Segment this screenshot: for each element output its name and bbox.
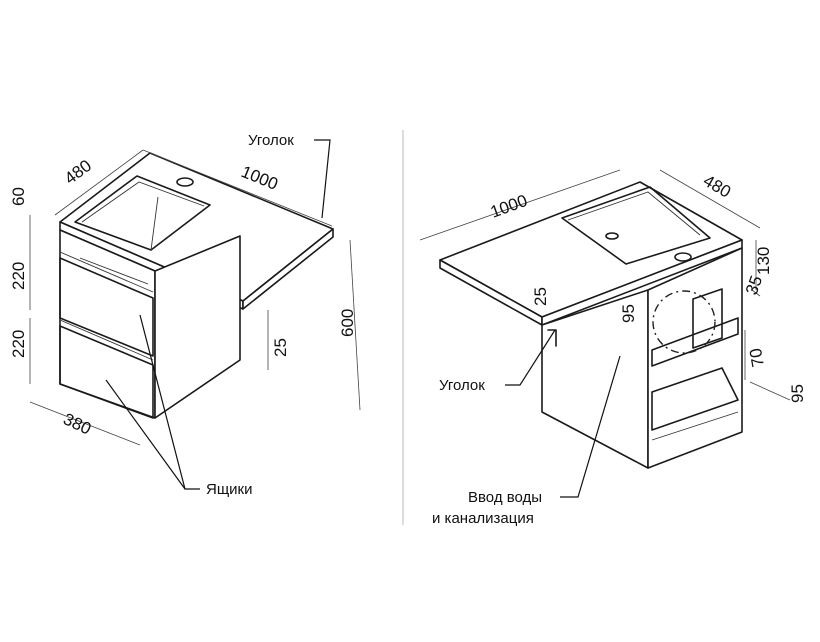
left-drawer-inner — [79, 257, 149, 285]
left-countertop-side-edge — [242, 228, 334, 310]
right-dim-480-line — [659, 169, 761, 229]
left-dim-width-text: 1000 — [239, 162, 281, 194]
left-dim-corner-text: 25 — [271, 338, 290, 357]
right-dim-130-text: 130 — [754, 247, 773, 275]
right-dim-1000-line — [419, 169, 621, 241]
right-dim-depth-text: 480 — [700, 171, 734, 202]
right-dim-35-line — [751, 289, 761, 297]
right-basin-inner — [567, 191, 701, 236]
right-lower-shelf — [651, 411, 739, 441]
left-dim-height-text: 600 — [338, 309, 357, 337]
left-dim-380-line — [29, 401, 141, 446]
right-basin-drain — [605, 232, 619, 240]
right-service-cutout — [652, 290, 716, 354]
left-dim-drawer-lower-text: 220 — [9, 330, 28, 358]
left-basin-inner — [81, 181, 205, 223]
right-water-label-line2: и канализация — [432, 510, 534, 527]
left-dim-1000-line — [142, 149, 333, 227]
left-dim-480-line — [54, 149, 144, 216]
right-corner-bracket — [547, 329, 557, 347]
right-dim-95-side-text: 95 — [788, 384, 807, 403]
left-dim-600-line — [349, 239, 361, 411]
left-drawers-label: Ящики — [206, 481, 253, 498]
right-dim-70-text: 70 — [746, 347, 768, 369]
right-corner-label: Уголок — [439, 377, 485, 394]
right-water-label-line1: Ввод воды — [468, 489, 542, 506]
left-drawers-callout-line-2 — [105, 379, 186, 490]
left-dim-top-thickness-text: 60 — [9, 187, 28, 206]
right-inner-drawer — [651, 367, 739, 431]
right-cabinet-open-back — [647, 247, 743, 469]
left-dim-depth-text: 480 — [61, 156, 95, 188]
left-dim-drawer-upper-text: 220 — [9, 262, 28, 290]
left-drawer-gap-2 — [59, 319, 154, 361]
right-shelf-upper — [651, 317, 739, 367]
left-corner-callout-line — [314, 139, 331, 219]
left-dim-base-depth-text: 380 — [60, 409, 94, 438]
right-water-callout-line — [560, 355, 621, 498]
right-siphon-box — [692, 288, 723, 349]
right-corner-callout-line — [505, 329, 556, 386]
left-basin-outline — [74, 175, 211, 251]
right-dim-95-line — [749, 381, 791, 401]
left-vanity-view: Уголок Ящики 1000 480 60 220 220 600 25 … — [9, 132, 361, 498]
left-basin-drain-line — [150, 196, 159, 251]
right-tap-hole — [674, 252, 692, 262]
right-dim-95-top-text: 95 — [619, 304, 638, 323]
left-drawer-lower — [59, 325, 154, 419]
left-corner-label: Уголок — [248, 132, 294, 149]
right-dim-corner-text: 25 — [531, 287, 550, 306]
right-dim-35-text: 35 — [742, 273, 766, 297]
right-vanity-view: Уголок Ввод воды и канализация 1000 480 … — [419, 169, 807, 527]
right-basin-outline — [561, 186, 711, 265]
right-dim-width-text: 1000 — [488, 191, 530, 222]
left-cabinet-side — [154, 235, 241, 419]
left-drawer-gap — [59, 251, 154, 293]
left-drawer-upper — [59, 257, 154, 357]
left-tap-hole — [176, 177, 194, 187]
